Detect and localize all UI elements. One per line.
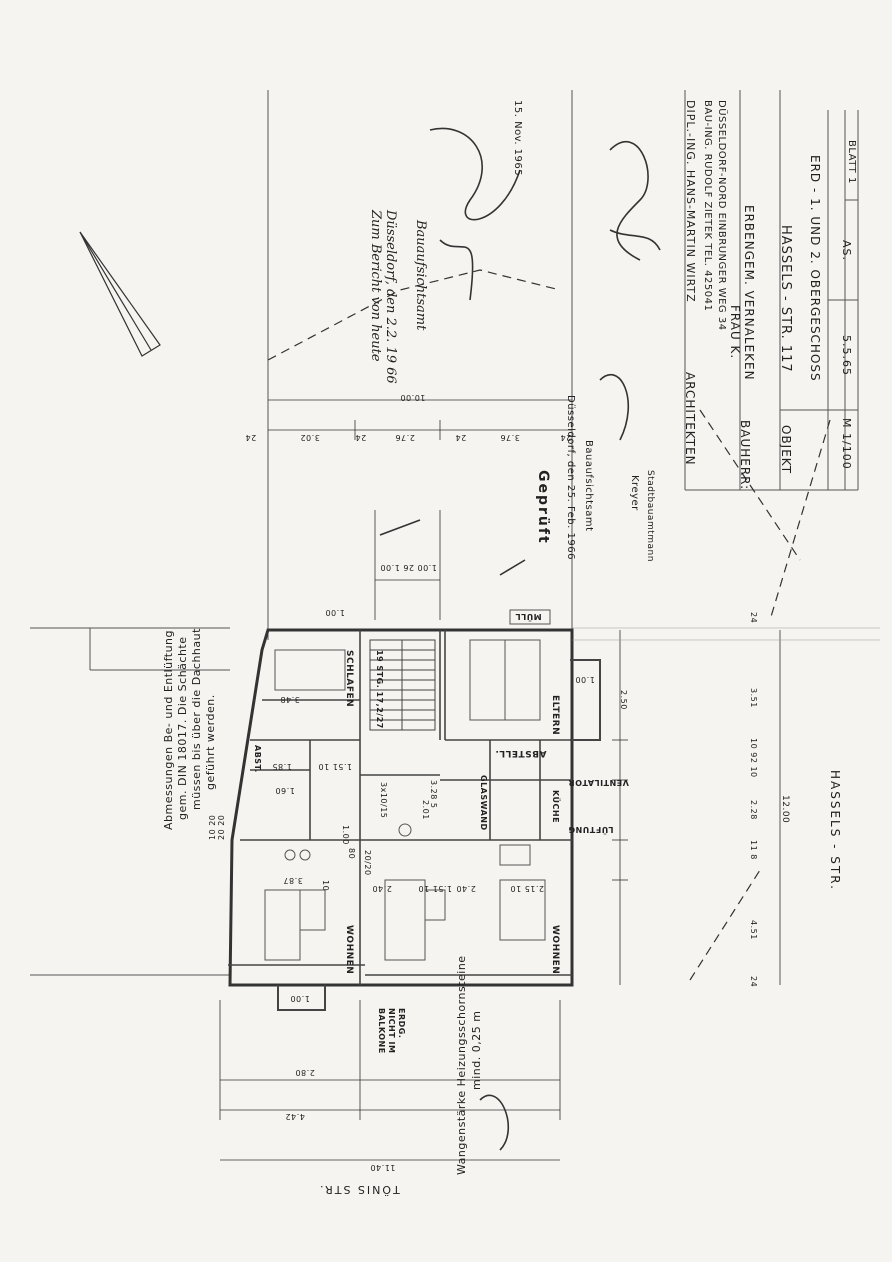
street-hassels: HASSELS - STR.	[828, 770, 842, 891]
dim-right-24b: 24	[749, 976, 758, 988]
dim-100c: 1.00	[341, 825, 350, 845]
chimney-note-line1: Wangenstärke Heizungsschornsteine	[455, 955, 468, 1175]
north-arrow-icon	[79, 231, 161, 357]
room-wohnen-left: WOHNEN	[344, 925, 354, 975]
client-line1: FRAU K.	[728, 305, 742, 360]
dim-24d: 24	[560, 433, 572, 442]
stamp-approved-date: 15. Nov. 1965	[512, 100, 523, 177]
dim-1140: 11.40	[370, 1163, 396, 1172]
note-line2: gem. DIN 18017. Die Schächte	[176, 636, 189, 820]
dim-376: 3.76	[500, 433, 520, 442]
label-lueftung: LÜFTUNG	[568, 825, 614, 834]
dim-100a: 1.00	[325, 608, 345, 617]
dim-185: 1.85	[272, 762, 292, 771]
signature-scribbles	[379, 127, 661, 1151]
dim-80: 80	[347, 848, 356, 860]
note-line1: Abmessungen Be- und Entlüftung	[162, 630, 175, 830]
dim-24b: 24	[355, 433, 367, 442]
note-line3: müssen bis über die Dachhaut	[190, 628, 203, 810]
dim-302: 3.02	[300, 433, 320, 442]
dim-387: 3.87	[283, 876, 303, 885]
label-balkone-3: ERDG.	[397, 1008, 406, 1039]
chimney-note-line2: mind. 0,25 m	[470, 1010, 483, 1090]
drawn-by: AS.	[840, 240, 853, 262]
dim-right-351: 3.51	[749, 688, 758, 708]
architects-line2: BAU-ING. RUDOLF ZIETEK TEL. 425041	[702, 100, 713, 312]
dim-348: 3.48	[280, 695, 300, 704]
dim-151: 1.51 10	[318, 762, 353, 771]
stamp-checked-line: Düsseldorf, den 25. Feb. 1966	[565, 395, 576, 560]
room-eltern: ELTERN	[550, 695, 560, 736]
dim-top-total: 10.00	[400, 393, 426, 402]
dim-24c: 24	[455, 433, 467, 442]
stamp-checked: Geprüft	[535, 470, 551, 545]
room-muell: MÜLL	[515, 612, 542, 621]
dim-left-20-20: 20 20	[217, 814, 226, 840]
stamp-checked-title: Stadtbauamtmann	[645, 470, 655, 562]
stamp-checked-signer: Kreyer	[629, 475, 640, 511]
dim-100d: 1.00	[290, 994, 310, 1003]
dim-250: 2.50	[619, 690, 628, 710]
dim-right-1200: 12.00	[780, 795, 790, 824]
stamp-report-line1: Zum Bericht von heute	[368, 210, 383, 362]
client-label: BAUHERR:	[738, 420, 752, 491]
dim-right-451: 4.51	[749, 920, 758, 940]
object-value: HASSELS - STR. 117	[778, 225, 793, 373]
architects-line3: DÜSSELDORF-NORD EINBRUNGER WEG 34	[716, 100, 727, 331]
dim-right-24a: 24	[749, 612, 758, 624]
room-abst: ABST.	[253, 745, 262, 773]
dim-442: 4.42	[285, 1112, 305, 1121]
street-toenis: TÖNIS STR.	[318, 1183, 400, 1196]
architects-line1: DIPL.-ING. HANS-MARTIN WIRTZ	[684, 100, 697, 303]
dim-151b: 1.51 10	[418, 884, 453, 893]
dim-276: 2.76	[395, 433, 415, 442]
architects-label: ARCHITEKTEN	[683, 372, 697, 466]
object-floors: ERD - 1. UND 2. OBERGESCHOSS	[808, 155, 822, 382]
scale-value: M 1/100	[840, 418, 853, 470]
stamp-checked-office: Bauaufsichtsamt	[583, 440, 594, 532]
dim-right-228: 2.28	[749, 800, 758, 820]
stamp-report-line2: Düsseldorf, den 2.2. 19 66	[383, 210, 398, 384]
room-wohnen-right: WOHNEN	[550, 925, 560, 975]
note-line4: geführt werden.	[204, 694, 217, 790]
dim-280: 2.80	[295, 1068, 315, 1077]
label-stairs: 19 STG. 17,2/27	[375, 650, 384, 729]
dim-right-1092: 10 92 10	[749, 738, 758, 778]
dim-10: 10	[321, 880, 330, 892]
label-balkone-2: NICHT IM	[387, 1008, 396, 1054]
label-ventilator: VENTILATOR	[568, 778, 629, 787]
date-value: 5.5.65	[840, 335, 853, 376]
dim-240b: 2.40	[456, 884, 476, 893]
room-glaswand: GLASWAND	[479, 775, 488, 831]
dim-3x: 3x10/15	[379, 782, 388, 819]
dim-100b: 1.00	[575, 675, 595, 684]
dim-left-10-20: 10 20	[208, 814, 217, 840]
dim-20-20: 20/20	[363, 850, 372, 876]
client-line2: ERBENGEM. VERNALEKEN	[742, 205, 756, 381]
dim-24a: 24	[245, 433, 257, 442]
dim-160: 1.60	[275, 786, 295, 795]
dim-215: 2.15 10	[510, 884, 545, 893]
dim-right-118: 11 8	[749, 840, 758, 860]
room-schlafen: SCHLAFEN	[344, 650, 354, 708]
dim-100-26-100: 1.00 26 1.00	[380, 563, 437, 572]
room-abstell: ABSTELL.	[495, 748, 547, 758]
object-label: OBJEKT	[779, 425, 793, 475]
stamp-report-line3: Bauaufsichtsamt	[413, 220, 428, 331]
label-balkone-1: BALKONE	[377, 1008, 386, 1054]
dim-240: 2.40	[372, 884, 392, 893]
dim-328: 3.28 5	[429, 780, 438, 809]
room-kueche: KÜCHE	[551, 790, 560, 824]
sheet-number: BLATT 1	[846, 140, 857, 184]
